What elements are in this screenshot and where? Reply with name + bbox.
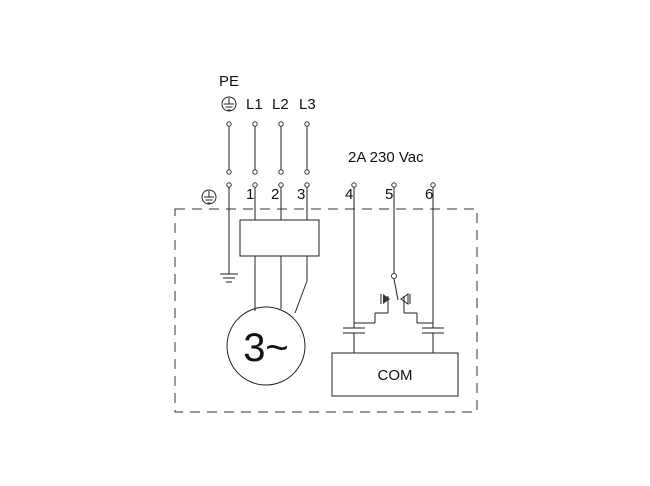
supply-terminals [226,121,310,175]
protective-earth-icon [221,96,237,112]
motor-symbol [226,306,306,386]
relay-rating-label: 2A 230 Vac [348,149,424,166]
motor-label: 3~ [243,326,289,370]
terminal-4-label: 4 [345,186,353,203]
com-label: COM [378,367,413,384]
com-box [331,352,459,397]
terminal-3-label: 3 [297,186,305,203]
terminal-5-label: 5 [385,186,393,203]
pe-label: PE [219,73,239,90]
device-enclosure [174,208,478,413]
relay-wiring [343,187,444,353]
device-terminals [226,182,436,188]
earth-ground-icon [220,273,238,283]
terminal-6-label: 6 [425,186,433,203]
power-wiring [228,187,320,314]
protective-earth-icon [201,189,217,205]
l1-label: L1 [246,96,263,113]
terminal-2-label: 2 [271,186,279,203]
terminal-1-label: 1 [246,186,254,203]
l3-label: L3 [299,96,316,113]
contactor-box [239,219,320,257]
l2-label: L2 [272,96,289,113]
relay-contact-icon [380,293,411,305]
